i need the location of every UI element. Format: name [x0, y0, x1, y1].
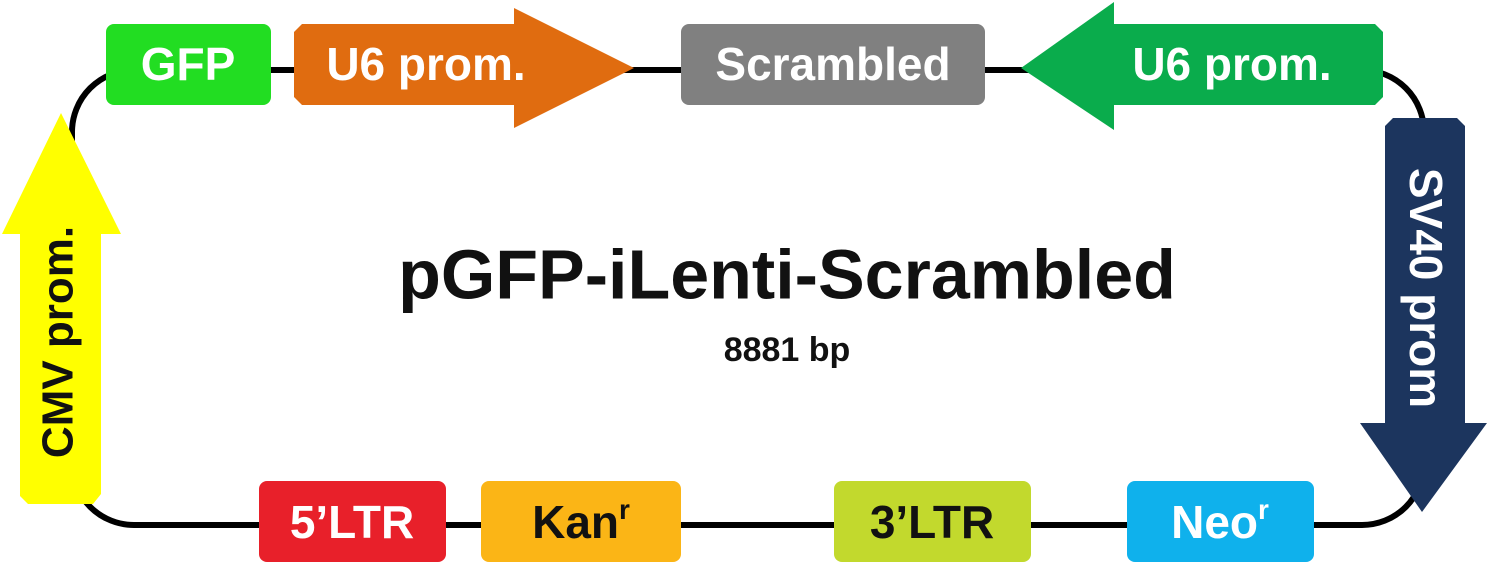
feature-cmv-prom: CMV prom.	[2, 113, 121, 504]
ltr-3-box	[834, 481, 1031, 562]
feature-u6-prom-forward: U6 prom.	[294, 8, 634, 128]
u6-prom-reverse-arrow	[1021, 2, 1383, 130]
scrambled-box	[681, 24, 985, 105]
feature-scrambled: Scrambled	[681, 24, 985, 105]
ltr-5-label: 5’LTR	[290, 496, 414, 548]
neo-r-superscript: r	[1258, 494, 1269, 525]
feature-3-ltr: 3’LTR	[834, 481, 1031, 562]
feature-5-ltr: 5’LTR	[259, 481, 446, 562]
plasmid-name: pGFP-iLenti-Scrambled	[398, 235, 1176, 313]
sv40-prom-label: SV40 prom	[1400, 168, 1452, 408]
feature-sv40-prom: SV40 prom	[1360, 118, 1487, 512]
feature-kan-r: Kanr	[481, 481, 681, 562]
cmv-prom-label: CMV prom.	[34, 226, 83, 458]
gfp-label: GFP	[141, 38, 236, 90]
neo-r-label-group: Neor	[1171, 494, 1269, 548]
feature-gfp: GFP	[106, 24, 271, 105]
kan-r-label: Kan	[532, 496, 619, 548]
sv40-prom-arrow	[1360, 118, 1487, 512]
cmv-prom-arrow	[2, 113, 121, 504]
neo-r-label: Neo	[1171, 496, 1258, 548]
kan-r-box	[481, 481, 681, 562]
feature-u6-prom-reverse: U6 prom.	[1021, 2, 1383, 130]
gfp-box	[106, 24, 271, 105]
feature-neo-r: Neor	[1127, 481, 1314, 562]
ltr-3-label: 3’LTR	[870, 496, 994, 548]
ltr-5-box	[259, 481, 446, 562]
u6-prom-forward-arrow	[294, 8, 634, 128]
plasmid-size: 8881 bp	[724, 331, 851, 369]
kan-r-label-group: Kanr	[532, 494, 630, 548]
u6-prom-reverse-label: U6 prom.	[1132, 38, 1331, 90]
u6-prom-forward-label: U6 prom.	[326, 38, 525, 90]
neo-r-box	[1127, 481, 1314, 562]
scrambled-label: Scrambled	[715, 38, 950, 90]
kan-r-superscript: r	[619, 494, 630, 525]
